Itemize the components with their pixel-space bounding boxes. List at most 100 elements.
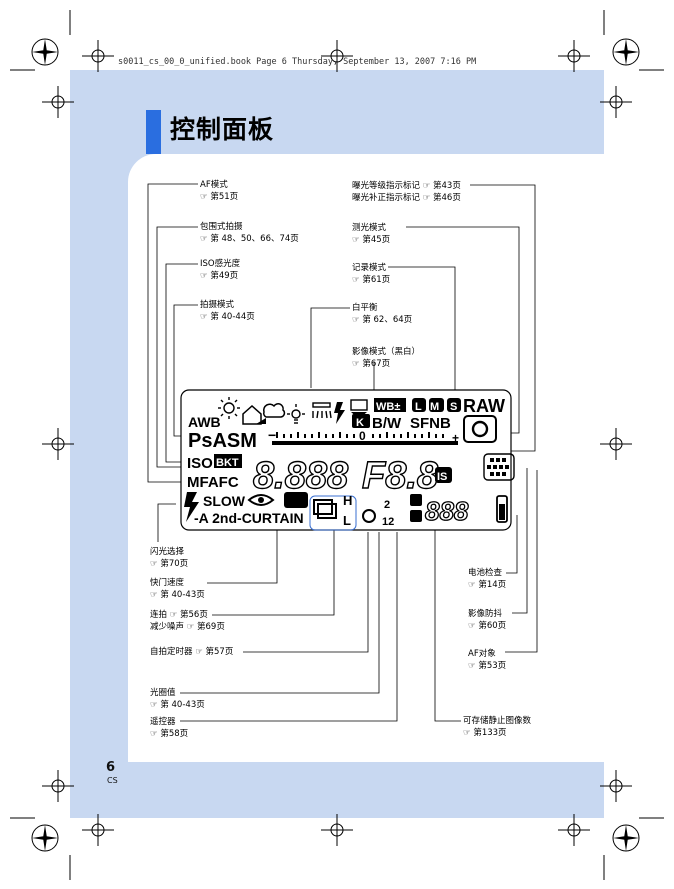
print-header: s0011_cs_00_0_unified.book Page 6 Thursd…: [118, 57, 477, 67]
label-picture-mode: 影像模式（黑白）: [352, 347, 421, 357]
wb-compensation-box: [374, 398, 406, 412]
sequential-icon: [313, 499, 333, 515]
red-eye-icon: [247, 494, 275, 506]
awb-text: AWB: [188, 414, 221, 430]
metering-frame: [463, 415, 497, 443]
exposure-scale: [272, 432, 458, 445]
stabilizer-box: [435, 467, 452, 483]
count-minus-box: [410, 510, 422, 522]
fluorescent-icon: [312, 402, 332, 419]
label-stabilizer: 影像防抖: [468, 609, 503, 619]
ref-battery: ☞ 第14页: [468, 580, 507, 590]
storable-count-digits: 888: [425, 496, 469, 526]
remote-12-text: 12: [382, 516, 394, 528]
label-storable-images: 可存储静止图像数: [463, 716, 532, 726]
label-iso: ISO感光度: [200, 259, 241, 269]
af-mode-text: MFAFC: [187, 474, 239, 491]
record-l-box: [412, 398, 426, 412]
ref-exposure-compensation: 曝光补正指示标记 ☞ 第46页: [352, 193, 461, 203]
bw-text: B/W: [372, 415, 402, 432]
ref-picture-mode: ☞ 第67页: [352, 359, 391, 369]
record-m-text: M: [430, 401, 439, 413]
monochrome-k-text: K: [356, 417, 364, 429]
curtain-text: -A 2nd-CURTAIN: [194, 510, 304, 526]
record-m-box: [429, 398, 444, 412]
label-record-mode: 记录模式: [352, 263, 387, 273]
label-battery: 电池检查: [468, 568, 503, 578]
flash-icon: [184, 492, 199, 522]
label-shutter: 快门速度: [150, 578, 185, 588]
wb-compensation-text: WB±: [376, 401, 400, 413]
label-aperture: 光圈值: [150, 688, 176, 698]
af-target-points: [487, 458, 509, 476]
label-remote: 遥控器: [150, 717, 176, 727]
label-bracketing: 包围式拍摄: [200, 222, 243, 232]
stabilizer-text: IS: [437, 471, 447, 483]
sequential-h-text: H: [343, 493, 352, 508]
metering-icon: [471, 420, 489, 438]
exposure-minus-text: −: [268, 427, 276, 443]
slow-text: SLOW: [203, 493, 246, 509]
drive-mode-frame: [309, 495, 357, 531]
bkt-text: BKT: [216, 457, 239, 469]
label-flash-select: 闪光选择: [150, 547, 185, 557]
bkt-box: [214, 454, 242, 468]
ref-af-target: ☞ 第53页: [468, 661, 507, 671]
remote-2-text: 2: [384, 499, 390, 511]
ref-bracketing: ☞ 第 48、50、66、74页: [200, 234, 299, 244]
ref-remote: ☞ 第58页: [150, 729, 189, 739]
flash-compensation-box: [284, 492, 308, 508]
ref-shutter: ☞ 第 40-43页: [150, 590, 205, 600]
exposure-zero-text: 0: [359, 429, 366, 443]
ref-af-mode: ☞ 第51页: [200, 192, 239, 202]
ref-iso: ☞ 第49页: [200, 271, 239, 281]
flash-wb-icon: [334, 402, 345, 424]
ref-record-mode: ☞ 第61页: [352, 275, 391, 285]
shade-icon: [256, 418, 266, 424]
ref-aperture: ☞ 第 40-43页: [150, 700, 205, 710]
title-accent-bar: [146, 110, 161, 154]
leader-lines: [147, 183, 538, 722]
label-exposure-indicator: 曝光等级指示标记 ☞ 第43页: [352, 181, 461, 191]
tungsten-bulb-icon: [287, 404, 305, 424]
ref-flash-select: ☞ 第70页: [150, 559, 189, 569]
ref-stabilizer: ☞ 第60页: [468, 621, 507, 631]
record-l-text: L: [415, 401, 422, 413]
aperture-digits: F8.8: [362, 455, 439, 497]
cloud-icon: [262, 403, 286, 418]
label-self-timer: 自拍定时器 ☞ 第57页: [150, 647, 234, 657]
sfnb-text: SFNB: [410, 415, 451, 432]
raw-text: RAW: [463, 396, 505, 416]
red-eye-pupil: [258, 497, 264, 503]
label-sequential: 连拍 ☞ 第56页: [150, 610, 208, 620]
record-s-text: S: [450, 401, 457, 413]
ref-metering: ☞ 第45页: [352, 235, 391, 245]
sequential-l-text: L: [343, 513, 351, 528]
ref-noise-reduction: 减少噪声 ☞ 第69页: [150, 622, 225, 632]
shutter-digits: 8.888: [253, 455, 349, 497]
iso-text: ISO: [187, 455, 213, 472]
ref-white-balance: ☞ 第 62、64页: [352, 315, 413, 325]
sun-icon: [218, 397, 240, 419]
battery-icon: [496, 495, 508, 523]
page-number: 6: [106, 760, 116, 775]
af-target-frame: [483, 453, 515, 481]
label-af-mode: AF模式: [200, 180, 228, 190]
shoot-mode-text: PsASM: [188, 430, 257, 452]
page-footer-band: [70, 762, 126, 818]
ref-storable-images: ☞ 第133页: [463, 728, 507, 738]
label-white-balance: 白平衡: [352, 303, 378, 313]
page-language: CS: [107, 776, 118, 785]
monochrome-k-box: [352, 414, 370, 428]
count-plus-box: [410, 494, 422, 506]
battery-level: [499, 504, 505, 520]
self-timer-icon: [362, 509, 376, 523]
record-s-box: [447, 398, 461, 412]
label-metering: 测光模式: [352, 223, 387, 233]
exposure-plus-text: +: [452, 431, 459, 445]
ref-shoot-mode: ☞ 第 40-44页: [200, 312, 255, 322]
page-title: 控制面板: [170, 115, 275, 144]
label-af-target: AF对象: [468, 649, 496, 659]
